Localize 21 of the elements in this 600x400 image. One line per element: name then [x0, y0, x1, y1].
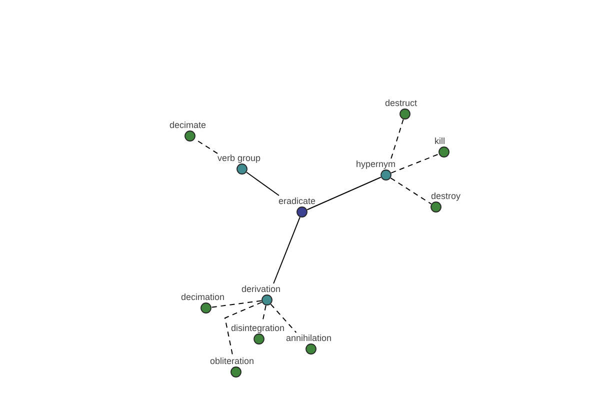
- node-label: destruct: [385, 98, 418, 108]
- node-label: decimate: [170, 120, 206, 130]
- node-label: destroy: [431, 190, 461, 200]
- dashed-connector-line: [211, 300, 262, 308]
- node-label: annihilation: [286, 332, 332, 342]
- node-label: hypernym: [356, 158, 396, 168]
- node-label: verb group: [218, 152, 261, 162]
- node-label: kill: [434, 136, 445, 146]
- connector-line: [273, 216, 300, 284]
- connector-line: [306, 176, 382, 210]
- node-label: decimation: [181, 292, 225, 302]
- node-label: eradicate: [278, 196, 316, 206]
- dashed-connector-line: [390, 178, 432, 204]
- connector-line: [246, 172, 280, 196]
- node-label: disintegration: [231, 322, 285, 332]
- node-label: derivation: [242, 284, 281, 294]
- dashed-connector-line: [390, 154, 440, 174]
- dashed-connector-line: [390, 118, 404, 159]
- dashed-connector-line: [270, 304, 297, 333]
- dashed-connector-line: [224, 302, 262, 356]
- node-label: obliteration: [210, 356, 254, 366]
